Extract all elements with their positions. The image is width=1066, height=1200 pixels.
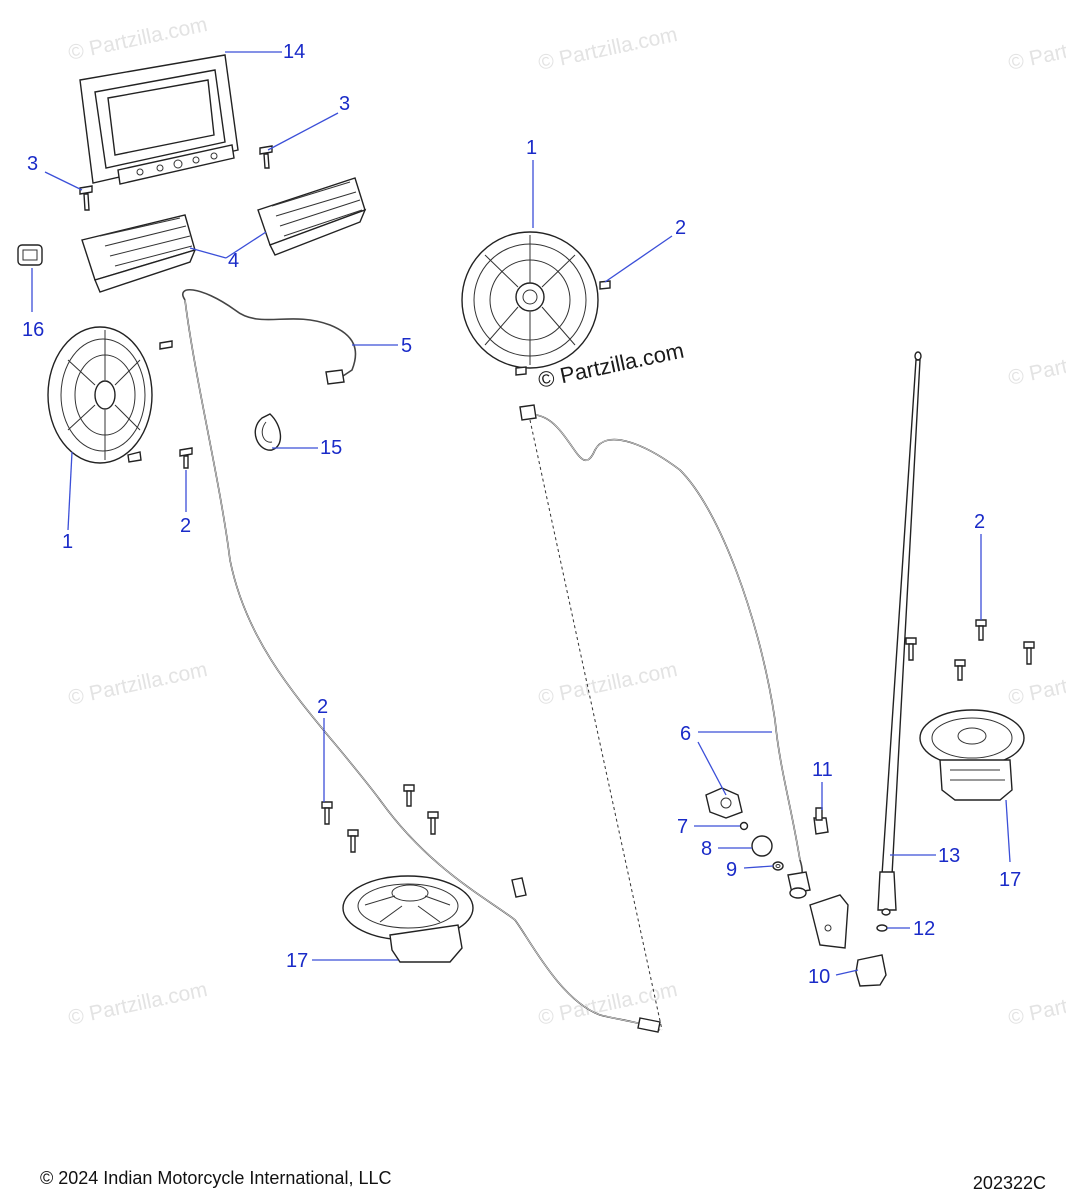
callout-11: 11 — [812, 759, 833, 781]
callout-9: 9 — [726, 859, 737, 881]
amplifier-parts — [81, 177, 367, 293]
screw-parts-right — [905, 619, 1035, 681]
watermark: © Partzilla.com — [536, 23, 679, 75]
diagram-number: 202322C — [972, 1173, 1046, 1193]
display-unit-part — [79, 54, 239, 185]
callout-17: 17 — [286, 950, 308, 972]
antenna-mast-part — [877, 351, 922, 916]
leader-lines — [31, 51, 1011, 976]
speaker-pod-right-part — [919, 709, 1025, 801]
callout-10: 10 — [808, 966, 830, 988]
callout-5: 5 — [401, 335, 412, 357]
watermark: © Partzilla.com — [536, 658, 679, 710]
watermark: © Partzilla.com — [1006, 978, 1066, 1030]
cable-clip-part — [254, 413, 282, 451]
speaker-left-part — [47, 326, 153, 464]
watermark: © Partzilla.com — [66, 13, 209, 65]
callout-3: 3 — [339, 93, 350, 115]
watermarks: © Partzilla.com © Partzilla.com © Partzi… — [66, 13, 1066, 1030]
copyright-notice: © 2024 Indian Motorcycle International, … — [40, 1168, 392, 1188]
callout-7: 7 — [677, 816, 688, 838]
callout-16: 16 — [22, 319, 44, 341]
bolt-part — [813, 807, 829, 835]
watermark: © Partzilla.com — [1006, 23, 1066, 75]
callout-2: 2 — [974, 511, 985, 533]
callout-labels: 14 3 3 4 16 5 15 1 2 1 2 6 7 8 9 11 13 1… — [22, 41, 1021, 988]
antenna-cable-part — [519, 404, 811, 1031]
callout-1: 1 — [526, 137, 537, 159]
callout-6: 6 — [680, 723, 691, 745]
antenna-mount-parts — [705, 787, 784, 871]
callout-4: 4 — [228, 250, 239, 272]
screw-parts — [79, 145, 273, 211]
callout-15: 15 — [320, 437, 342, 459]
callout-2: 2 — [180, 515, 191, 537]
screw-parts-left — [159, 340, 193, 469]
wire-harness-part — [182, 289, 661, 1033]
speaker-right-part — [461, 231, 611, 376]
callout-12: 12 — [913, 918, 935, 940]
connector-part — [17, 244, 43, 266]
watermark: © Partzilla.com — [66, 658, 209, 710]
callout-8: 8 — [701, 838, 712, 860]
watermark: © Partzilla.com — [1006, 338, 1066, 390]
callout-13: 13 — [938, 845, 960, 867]
callout-2: 2 — [675, 217, 686, 239]
screw-parts-bottom — [321, 784, 439, 853]
callout-2: 2 — [317, 696, 328, 718]
callout-17: 17 — [999, 869, 1021, 891]
speaker-pod-left-part — [342, 875, 474, 963]
callout-3: 3 — [27, 153, 38, 175]
watermark: © Partzilla.com — [66, 978, 209, 1030]
watermark: © Partzilla.com — [1006, 658, 1066, 710]
callout-1: 1 — [62, 531, 73, 553]
callout-14: 14 — [283, 41, 305, 63]
antenna-bracket-part — [809, 894, 888, 987]
